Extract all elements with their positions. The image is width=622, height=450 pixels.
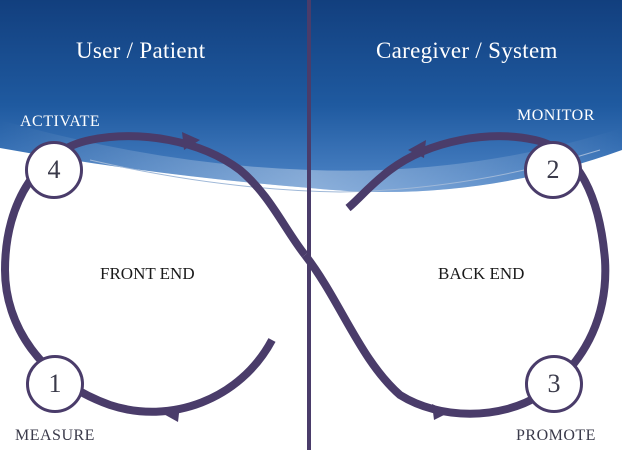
header-left-title: User / Patient	[76, 38, 206, 63]
arrow-bottom-right	[432, 404, 450, 420]
header-right-title: Caregiver / System	[376, 38, 558, 63]
step-number: 1	[48, 369, 62, 398]
step-number: 3	[547, 369, 561, 398]
step-circle-4: 4	[25, 141, 83, 199]
arrow-top-left	[182, 132, 200, 150]
step-circle-1: 1	[26, 355, 84, 413]
loop-arrows	[160, 132, 450, 422]
left-lobe	[0, 132, 309, 416]
step-label-activate: ACTIVATE	[20, 113, 101, 130]
step-number: 2	[546, 155, 560, 184]
front-end-label: FRONT END	[100, 264, 195, 283]
step-label-measure: MEASURE	[15, 427, 95, 444]
step-label-monitor: MONITOR	[517, 107, 595, 124]
arrow-bottom-left	[160, 405, 180, 422]
step-number: 4	[47, 155, 61, 184]
arrow-top-right	[408, 140, 426, 158]
back-end-label: BACK END	[438, 264, 525, 283]
step-circle-3: 3	[525, 355, 583, 413]
step-label-promote: PROMOTE	[516, 427, 596, 444]
header-sheen	[0, 120, 622, 193]
step-circle-2: 2	[524, 141, 582, 199]
header-edge-line	[89, 149, 601, 193]
